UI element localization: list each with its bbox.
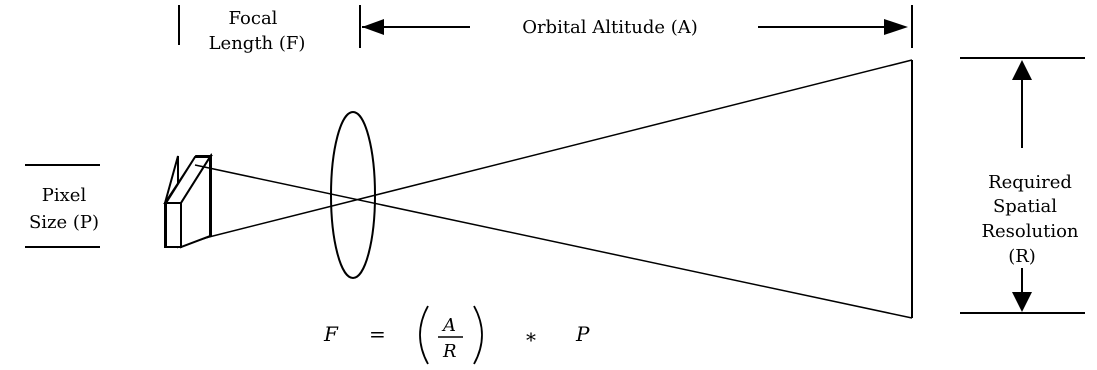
equation-left-paren <box>419 305 429 365</box>
equation-times: * <box>526 328 536 352</box>
ray-bottom <box>204 59 913 239</box>
resolution-label-line4: (R) <box>1008 246 1036 267</box>
equation-numerator: A <box>441 315 456 336</box>
resolution-label-line2: Spatial <box>993 196 1057 217</box>
equation: F = A R * P <box>323 305 590 365</box>
equation-right-paren <box>473 305 483 365</box>
equation-rhs: P <box>575 322 590 346</box>
pixel-size-label-line1: Pixel <box>42 185 87 206</box>
focal-length-label-line2: Length (F) <box>209 33 306 54</box>
resolution-label-line1: Required <box>988 172 1072 193</box>
ray-top <box>194 164 913 319</box>
resolution-label-line3: Resolution <box>981 221 1078 242</box>
equation-denominator: R <box>442 341 457 362</box>
resolution-top-arrowhead <box>1012 60 1032 80</box>
focal-length-label-line1: Focal <box>229 8 278 29</box>
equation-equals: = <box>369 322 386 346</box>
pixel-size-label-line2: Size (P) <box>29 212 99 233</box>
orbital-altitude-label: Orbital Altitude (A) <box>522 17 698 38</box>
equation-lhs: F <box>323 322 339 346</box>
altitude-right-arrowhead <box>884 19 908 35</box>
detector-outline <box>164 153 212 249</box>
resolution-bottom-arrowhead <box>1012 292 1032 312</box>
altitude-left-arrowhead <box>362 19 384 35</box>
